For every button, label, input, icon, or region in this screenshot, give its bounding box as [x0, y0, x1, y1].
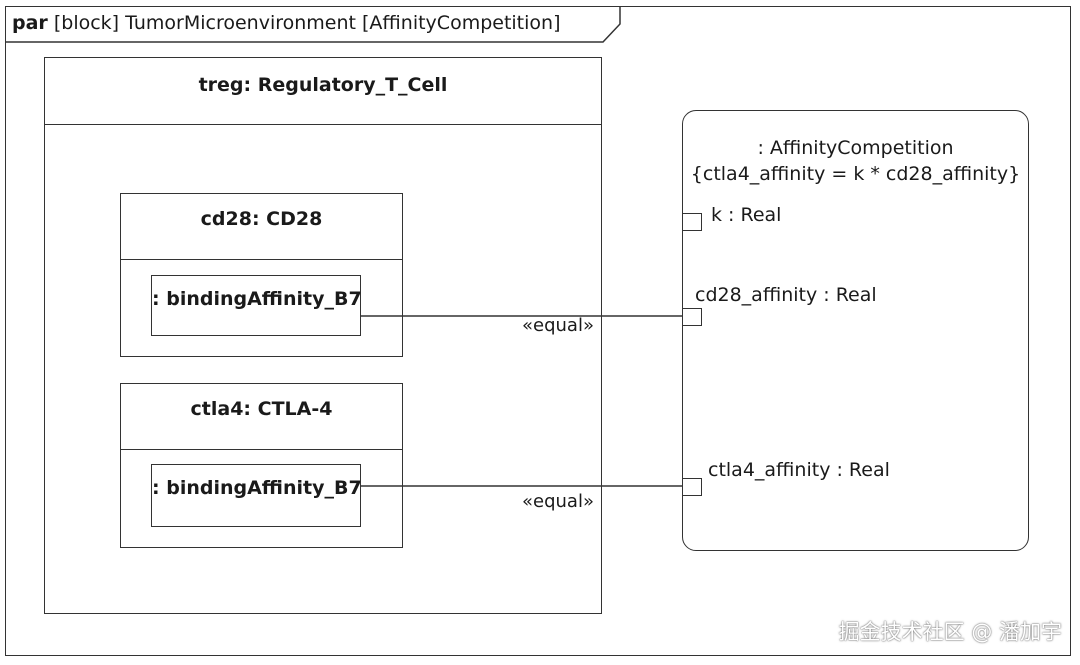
ctla4-block-title: ctla4: CTLA-4: [190, 398, 333, 420]
constraint-expression: {ctla4_affinity = k * cd28_affinity}: [690, 163, 1021, 185]
treg-block-title: treg: Regulatory_T_Cell: [198, 74, 448, 96]
ctla4-binding-affinity-port[interactable]: : bindingAffinity_B7: [151, 464, 362, 527]
frame-label: par [block] TumorMicroenvironment [Affin…: [12, 12, 561, 34]
affinity-competition-constraint[interactable]: [682, 110, 1029, 551]
ctla4-connector-stereotype: «equal»: [522, 491, 594, 512]
ctla4-block-divider: [121, 449, 402, 450]
treg-block-divider: [45, 124, 601, 125]
cd28-binding-affinity-label: : bindingAffinity_B7: [152, 288, 362, 310]
param-cd28-affinity-label: cd28_affinity : Real: [695, 284, 877, 306]
param-k-pin[interactable]: [682, 213, 702, 231]
cd28-block-divider: [121, 259, 402, 260]
cd28-connector-stereotype: «equal»: [522, 315, 594, 336]
diagram-frame: [5, 6, 1071, 656]
constraint-name: : AffinityCompetition: [757, 137, 954, 159]
frame-keyword: par: [12, 12, 48, 34]
param-cd28-affinity-pin[interactable]: [682, 308, 702, 326]
param-ctla4-affinity-label: ctla4_affinity : Real: [708, 459, 890, 481]
cd28-binding-affinity-port[interactable]: : bindingAffinity_B7: [151, 275, 362, 336]
frame-title: [block] TumorMicroenvironment [AffinityC…: [53, 12, 561, 34]
param-ctla4-affinity-pin[interactable]: [682, 478, 702, 496]
ctla4-binding-affinity-label: : bindingAffinity_B7: [152, 477, 362, 499]
cd28-block-title: cd28: CD28: [200, 208, 323, 230]
param-k-label: k : Real: [711, 204, 782, 226]
watermark-text: 掘金技术社区 @ 潘加宇: [838, 620, 1062, 644]
